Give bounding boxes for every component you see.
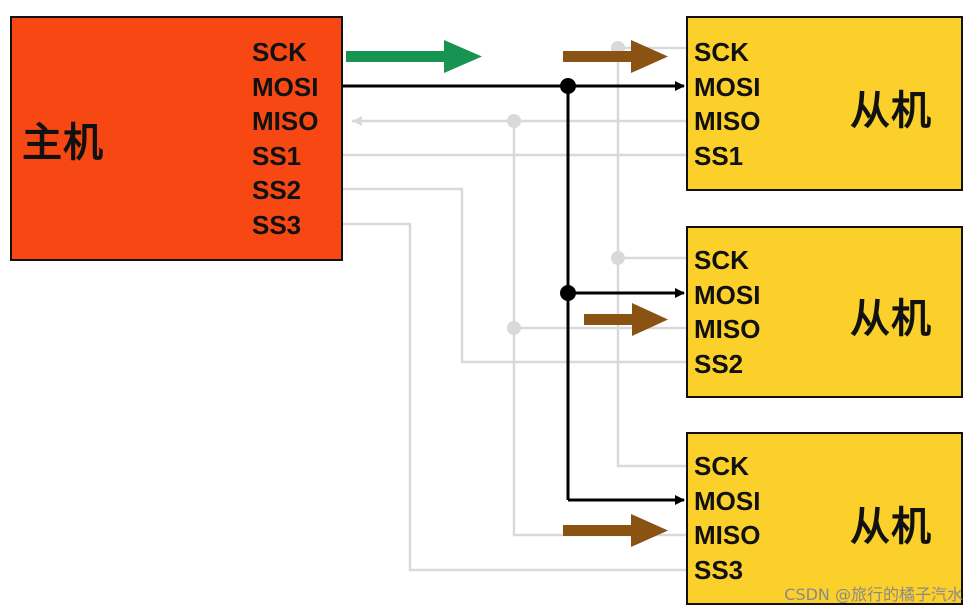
miso-junction-dot-2 bbox=[507, 321, 521, 335]
master-pin-ss1: SS1 bbox=[252, 140, 302, 171]
master-box: 主机 SCK MOSI MISO SS1 SS2 SS3 bbox=[10, 16, 343, 261]
slave2-pin-list: SCK MOSI MISO SS2 bbox=[694, 243, 760, 381]
sck-clock-arrow bbox=[346, 40, 482, 73]
miso-arrow-head bbox=[352, 116, 362, 126]
miso-junction-dot-1 bbox=[507, 114, 521, 128]
slave-box-3: SCK MOSI MISO SS3 从机 bbox=[686, 432, 963, 605]
slave1-pin-mosi: MOSI bbox=[694, 71, 761, 102]
sck-bus-line bbox=[616, 48, 686, 468]
slave2-pin-sck: SCK bbox=[694, 245, 749, 275]
sck-junction-dot-2 bbox=[611, 251, 625, 265]
slave1-title: 从机 bbox=[850, 88, 932, 134]
master-pin-ss2: SS2 bbox=[252, 175, 302, 205]
slave2-pin-ss: SS2 bbox=[694, 348, 744, 379]
mosi-junction-dot-1 bbox=[560, 78, 576, 94]
slave2-title: 从机 bbox=[850, 296, 932, 342]
slave2-pin-mosi: MOSI bbox=[694, 279, 761, 310]
slave1-pin-ss: SS1 bbox=[694, 140, 744, 171]
slave3-pin-miso: MISO bbox=[694, 520, 761, 550]
ss2-line bbox=[343, 187, 686, 364]
slave3-pin-mosi: MOSI bbox=[694, 485, 761, 516]
slave3-pin-list: SCK MOSI MISO SS3 bbox=[694, 449, 760, 587]
slave1-pin-list: SCK MOSI MISO SS1 bbox=[694, 35, 760, 173]
slave1-sck-arrow bbox=[563, 40, 668, 73]
watermark-text: CSDN @旅行的橘子汽水 bbox=[784, 585, 963, 604]
slave3-title: 从机 bbox=[850, 504, 932, 550]
master-pin-mosi: MOSI bbox=[252, 71, 319, 102]
slave3-pin-sck: SCK bbox=[694, 451, 749, 481]
ss3-line bbox=[343, 222, 686, 572]
master-pin-ss3: SS3 bbox=[252, 209, 302, 240]
slave3-miso-arrow bbox=[563, 514, 668, 547]
slave2-miso-arrow bbox=[584, 303, 668, 336]
master-pin-sck: SCK bbox=[252, 37, 307, 67]
slave-box-1: SCK MOSI MISO SS1 从机 bbox=[686, 16, 963, 191]
slave1-pin-miso: MISO bbox=[694, 106, 761, 136]
master-pin-list: SCK MOSI MISO SS1 SS2 SS3 bbox=[252, 35, 318, 242]
slave3-pin-ss: SS3 bbox=[694, 554, 744, 585]
master-title: 主机 bbox=[22, 120, 104, 166]
slave1-pin-sck: SCK bbox=[694, 37, 749, 67]
master-pin-miso: MISO bbox=[252, 106, 319, 136]
slave2-pin-miso: MISO bbox=[694, 314, 761, 344]
mosi-junction-dot-2 bbox=[560, 285, 576, 301]
slave-box-2: SCK MOSI MISO SS2 从机 bbox=[686, 226, 963, 398]
